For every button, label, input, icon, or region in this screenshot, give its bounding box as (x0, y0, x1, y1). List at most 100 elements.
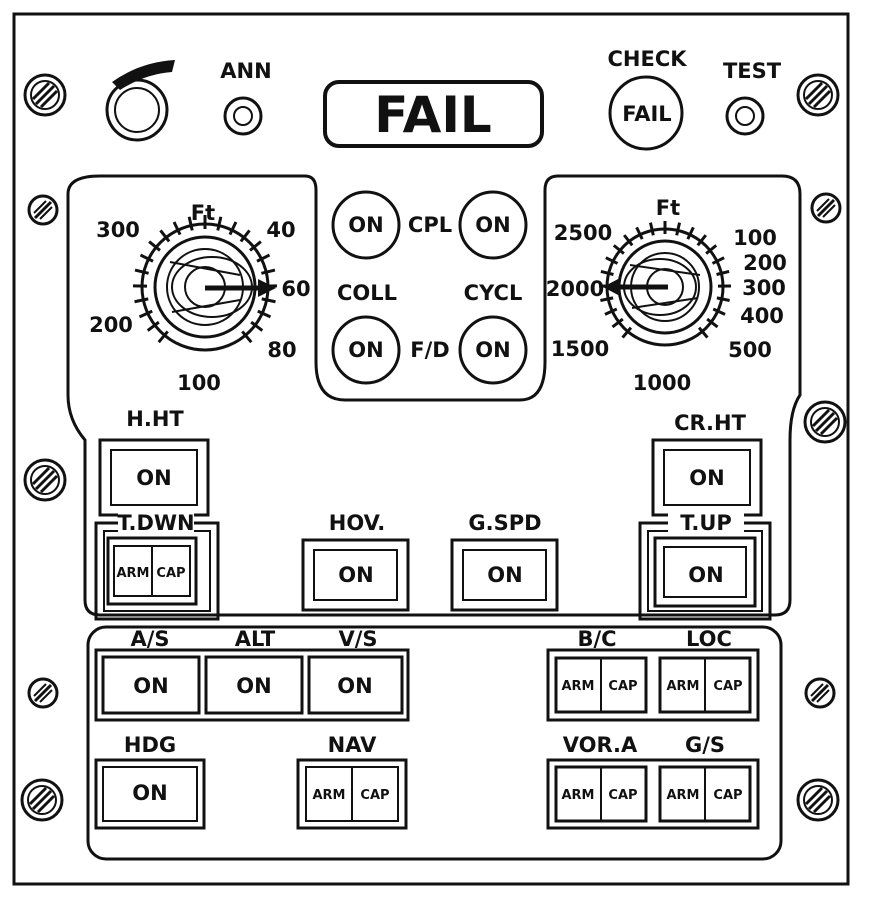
on-label: ON (688, 563, 723, 587)
hov-on-button[interactable] (301, 538, 410, 612)
dial-tick (697, 326, 709, 339)
dial-tick (187, 216, 194, 231)
crht-label: CR.HT (674, 411, 747, 435)
screw-icon (27, 194, 59, 226)
on-label: ON (475, 213, 510, 237)
arm-label: ARM (561, 788, 594, 803)
coll-label: COLL (337, 281, 397, 305)
arm-label: ARM (666, 679, 699, 694)
on-label: ON (337, 674, 372, 698)
on-label: ON (689, 466, 724, 490)
fail-text: FAIL (374, 86, 492, 144)
dial-tick (716, 296, 730, 302)
dial-tick (696, 234, 707, 247)
dial-tick-label: 40 (266, 218, 295, 242)
left-height-dial[interactable] (132, 215, 278, 352)
dial-tick-label: 500 (728, 338, 772, 362)
test-button[interactable] (725, 96, 765, 136)
cycl-label: CYCL (464, 281, 523, 305)
dial-tick (705, 244, 718, 255)
fd-cycl-on-button[interactable] (458, 315, 528, 385)
dial-tick (600, 296, 614, 302)
dial-tick (250, 320, 264, 332)
dial-tick (139, 253, 154, 263)
on-label: ON (236, 674, 271, 698)
fail-display (323, 80, 544, 148)
on-label: ON (475, 338, 510, 362)
lower-section-border (86, 625, 783, 861)
vora-label: VOR.A (563, 733, 638, 757)
dial-tick (621, 326, 633, 339)
dial-tick (134, 297, 149, 304)
dial-tick-label: 1500 (551, 337, 609, 361)
cpl-cycl-on-button[interactable] (458, 190, 528, 260)
dial-tick (138, 309, 153, 319)
hht-on-button[interactable] (98, 438, 210, 517)
fd-label: F/D (410, 338, 449, 362)
check-fail-button[interactable] (608, 75, 684, 151)
loc-label: LOC (686, 627, 732, 651)
vs-label: V/S (338, 627, 377, 651)
alt-on-button[interactable] (204, 655, 304, 715)
hov-label: HOV. (329, 511, 385, 535)
dial-tick-label: 100 (177, 371, 221, 395)
cap-label: CAP (713, 679, 742, 694)
ann-label: ANN (220, 59, 271, 83)
on-label: ON (348, 213, 383, 237)
ann-light[interactable] (223, 96, 263, 136)
dial-tick (239, 229, 251, 243)
dimmer-knob[interactable] (105, 60, 175, 142)
on-label: ON (338, 563, 373, 587)
dial-tick (146, 320, 160, 332)
dial-tick (716, 269, 730, 276)
screw-icon (27, 677, 59, 709)
dial-tick (256, 253, 271, 263)
gspd-label: G.SPD (468, 511, 541, 535)
dial-tick-label: 2500 (554, 221, 612, 245)
hdg-on-button[interactable] (94, 758, 206, 830)
dial-tick (600, 269, 614, 276)
gspd-on-button[interactable] (450, 538, 559, 612)
cpl-coll-on-button[interactable] (331, 190, 401, 260)
dial-tick (261, 268, 276, 275)
hht-label: H.HT (126, 407, 184, 431)
on-label: ON (487, 563, 522, 587)
dial-tick-label: 100 (733, 226, 777, 250)
fd-coll-on-button[interactable] (331, 315, 401, 385)
dial-tick-label: 60 (281, 277, 310, 301)
as-on-button[interactable] (101, 655, 201, 715)
dial-tick (612, 244, 625, 255)
tup-label: T.UP (680, 511, 732, 535)
dial-tick (261, 297, 276, 304)
dial-tick (241, 330, 253, 344)
dial-tick (711, 256, 725, 265)
vs-on-button[interactable] (307, 655, 404, 715)
dial-tick-label: 200 (743, 251, 787, 275)
dial-tick-label: 80 (267, 338, 296, 362)
dial-tick-label: 400 (740, 304, 784, 328)
dial-tick (134, 268, 149, 275)
dial-tick (648, 222, 655, 236)
arm-label: ARM (561, 679, 594, 694)
screw-icon (20, 778, 64, 822)
on-label: ON (132, 781, 167, 805)
test-label: TEST (723, 59, 782, 83)
dial-tick (257, 309, 272, 319)
dial-tick (635, 226, 644, 240)
dial-tick-label: 200 (89, 313, 133, 337)
dial-tick (216, 216, 223, 231)
on-label: ON (133, 674, 168, 698)
dial-tick (249, 240, 262, 252)
right-height-dial[interactable] (598, 221, 732, 347)
dial-tick (605, 256, 619, 265)
screw-icon (23, 73, 67, 117)
nav-label: NAV (328, 733, 377, 757)
screw-icon (810, 192, 842, 224)
dial-tick-label: 300 (96, 218, 140, 242)
dial-tick (686, 226, 695, 240)
cap-label: CAP (608, 788, 637, 803)
cap-label: CAP (360, 788, 389, 803)
check-label: CHECK (607, 47, 687, 71)
arm-label: ARM (116, 566, 149, 581)
